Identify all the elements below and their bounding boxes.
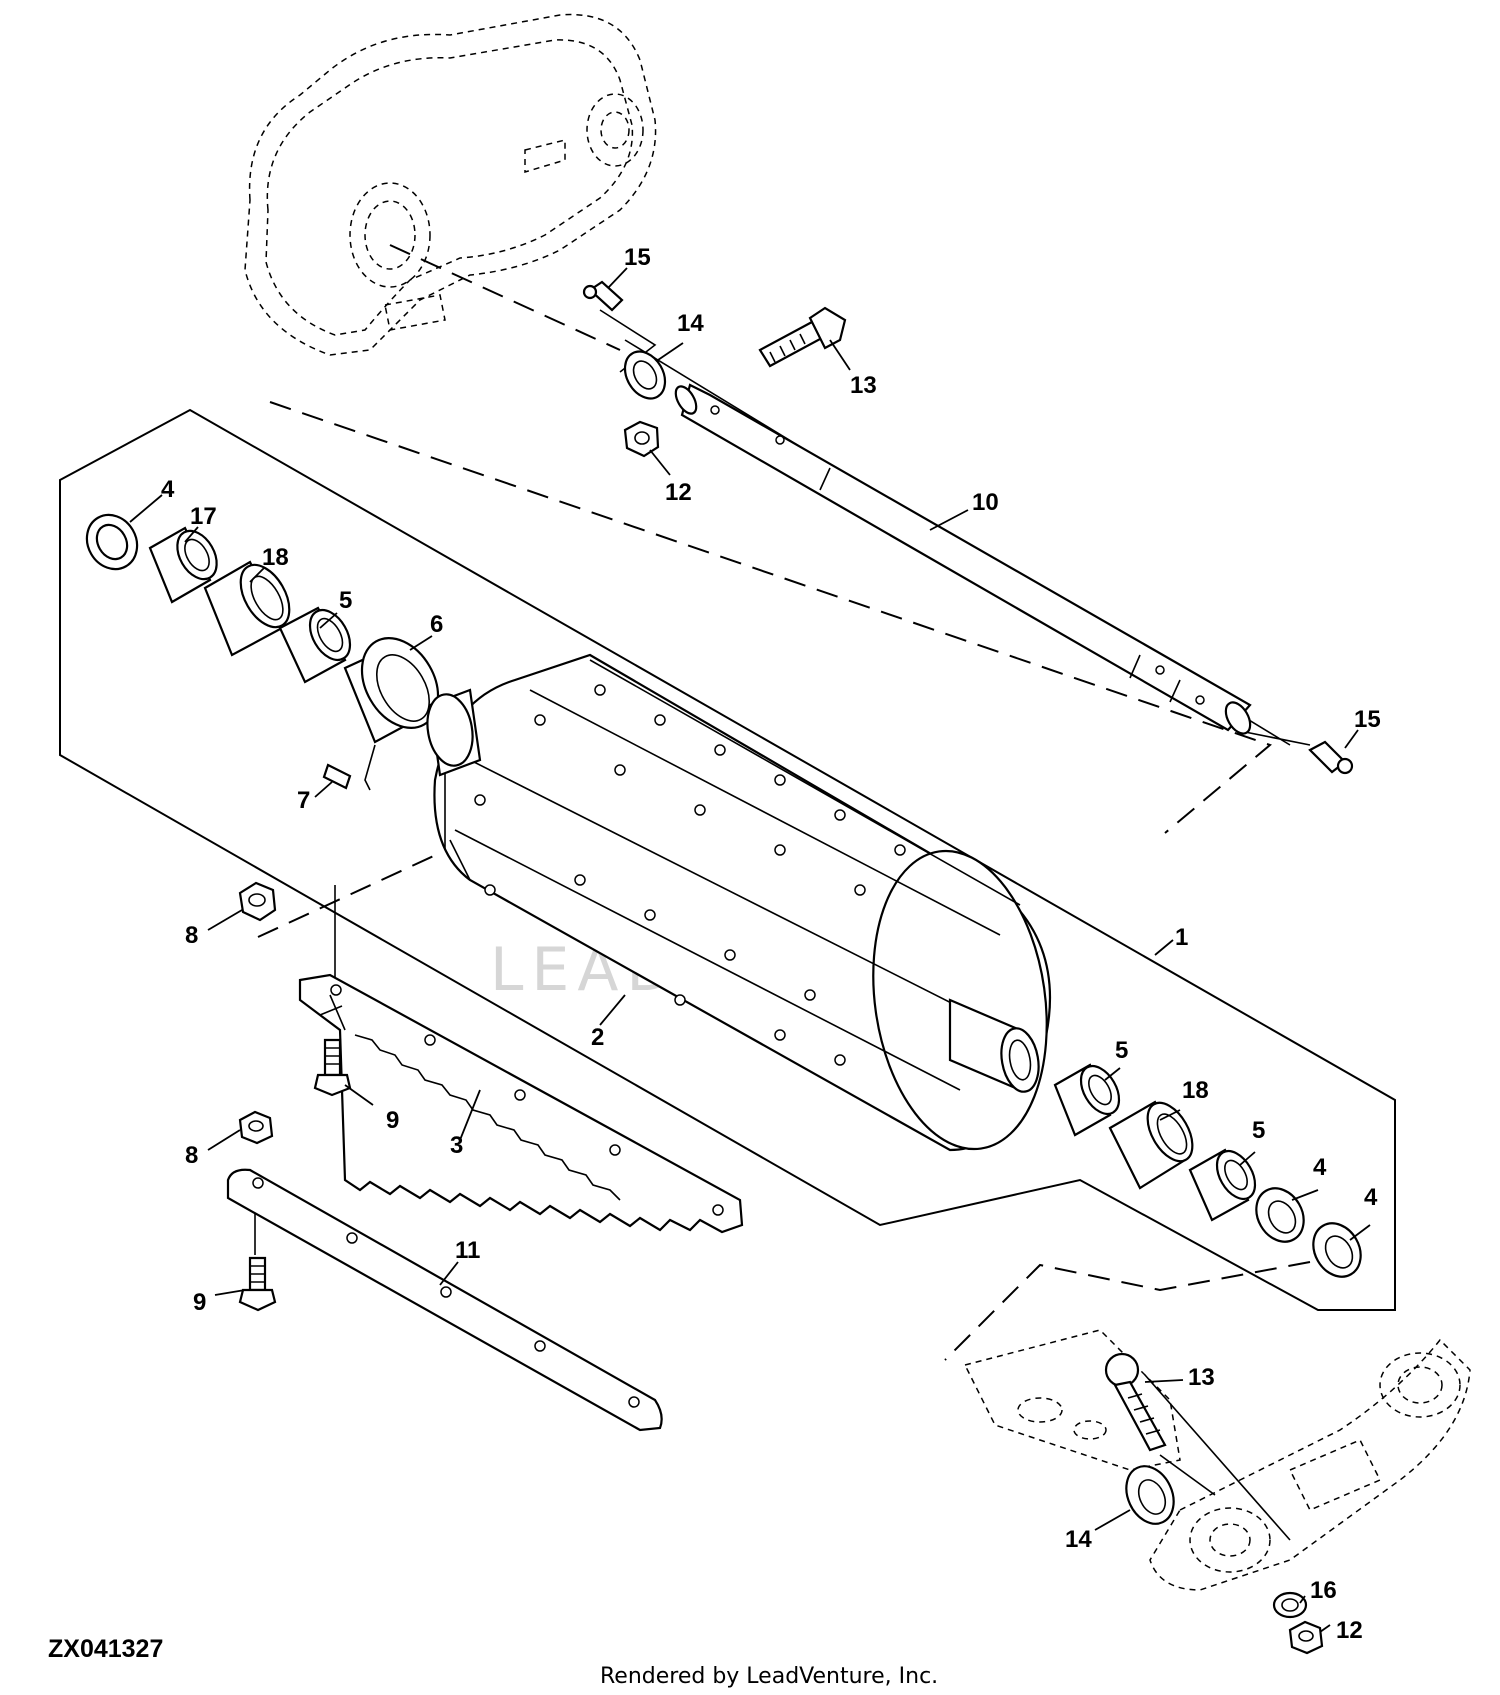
callout-11: 11 <box>455 1237 480 1264</box>
callout-7: 7 <box>297 787 310 814</box>
leader-lines <box>129 267 1371 1633</box>
callout-13-lower: 13 <box>1188 1364 1215 1391</box>
callout-3: 3 <box>450 1132 463 1159</box>
callout-14-lower: 14 <box>1065 1526 1092 1553</box>
callout-15-right: 15 <box>1354 706 1381 733</box>
callout-4-left: 4 <box>161 476 175 503</box>
callout-14-top: 14 <box>677 310 704 337</box>
callout-4-right-a: 4 <box>1313 1154 1327 1181</box>
render-credit: Rendered by LeadVenture, Inc. <box>600 1664 938 1689</box>
callouts: 1 2 3 4 4 4 5 5 5 6 7 8 8 9 9 10 11 12 1… <box>161 244 1381 1644</box>
bushing-5-right-b <box>1188 1148 1257 1222</box>
nut-8-lower <box>238 1110 274 1145</box>
bushing-18-left <box>203 560 291 657</box>
callout-6: 6 <box>430 611 443 638</box>
callout-13-top: 13 <box>850 372 877 399</box>
bolt-13-lower <box>1104 1352 1167 1452</box>
bolt-9-upper <box>313 1038 352 1097</box>
callout-17: 17 <box>190 503 217 530</box>
callout-2: 2 <box>591 1024 604 1051</box>
frame-phantom <box>963 1329 1471 1591</box>
grease-fitting-15-right <box>1308 740 1354 775</box>
callout-8-lower: 8 <box>185 1142 198 1169</box>
nut-8-top <box>238 881 277 922</box>
figure-code: ZX041327 <box>48 1635 163 1663</box>
shaft-10 <box>674 383 1252 735</box>
bushing-18-right <box>1108 1100 1194 1190</box>
bushing-17 <box>148 526 218 604</box>
grease-fitting-15-top <box>582 280 624 312</box>
nut-12-lower <box>1288 1620 1324 1655</box>
pin-7 <box>322 763 352 790</box>
gearcase-phantom <box>244 13 657 356</box>
callout-18-left: 18 <box>262 544 289 571</box>
bolt-13-top <box>758 306 847 368</box>
callout-5-right-a: 5 <box>1115 1037 1128 1064</box>
callout-15-top: 15 <box>624 244 651 271</box>
bushing-5-left <box>278 606 352 684</box>
callout-9-upper: 9 <box>386 1107 399 1134</box>
washer-14-top <box>623 350 667 400</box>
washer-14-lower <box>1125 1465 1175 1525</box>
hub-6 <box>343 636 440 744</box>
callout-8-top: 8 <box>185 922 198 949</box>
callout-9-lower: 9 <box>193 1289 206 1316</box>
callout-5-right-b: 5 <box>1252 1117 1265 1144</box>
callout-12-lower: 12 <box>1336 1617 1363 1644</box>
knife-bar-3 <box>298 973 744 1234</box>
bearing-4-right-b <box>1312 1222 1362 1278</box>
kit-bracket <box>59 408 1396 1311</box>
callout-1: 1 <box>1175 924 1188 951</box>
callout-16: 16 <box>1310 1577 1337 1604</box>
rotor-drum <box>426 653 1052 1152</box>
bearing-4-left <box>85 513 139 571</box>
callout-18-right: 18 <box>1182 1077 1209 1104</box>
alignment-lines <box>254 244 1311 1541</box>
bushing-5-right-a <box>1053 1063 1121 1137</box>
bearing-4-right-a <box>1255 1187 1305 1243</box>
nut-12-top <box>623 420 660 458</box>
callout-12-top: 12 <box>665 479 692 506</box>
bolt-9-lower <box>238 1256 277 1312</box>
callout-5-left: 5 <box>339 587 352 614</box>
washer-16 <box>1272 1591 1308 1619</box>
callout-4-right-b: 4 <box>1364 1184 1378 1211</box>
callout-10: 10 <box>972 489 999 516</box>
strap-11 <box>226 1168 663 1432</box>
